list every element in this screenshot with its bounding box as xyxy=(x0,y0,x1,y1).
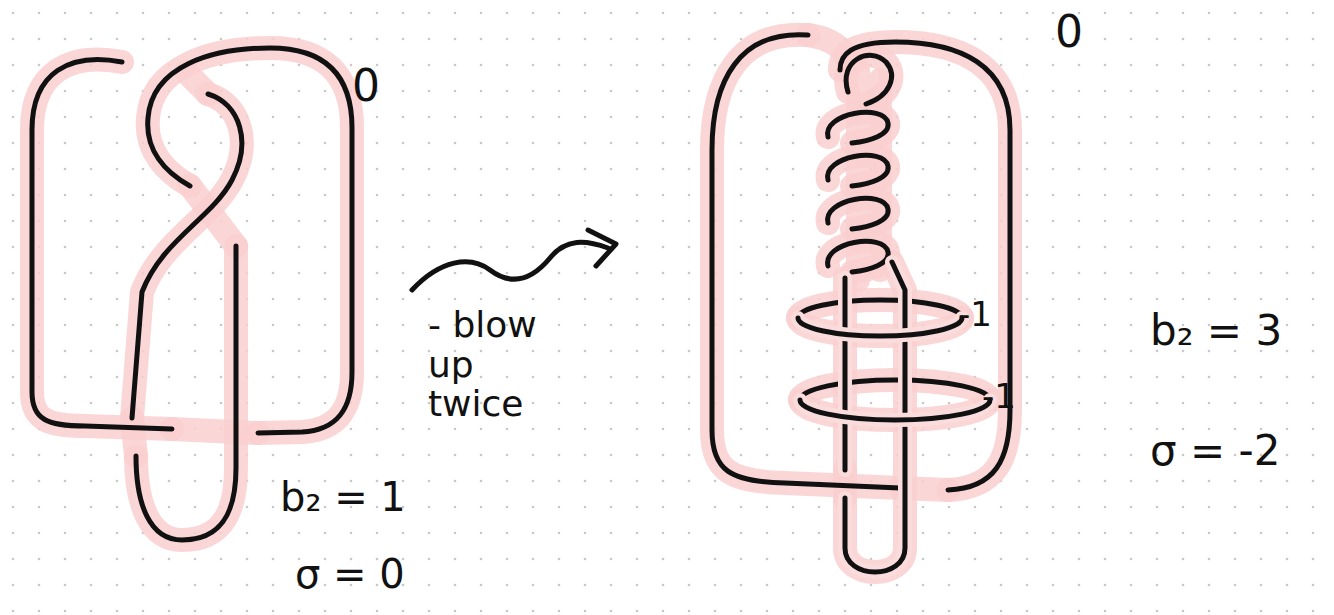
highlight-stroke xyxy=(798,300,962,318)
twist-strand xyxy=(828,112,889,143)
highlight-stroke xyxy=(846,55,891,104)
annotation-label: b₂ = 3 xyxy=(1150,308,1282,354)
highlight-stroke xyxy=(828,198,889,229)
annotation-label: -1 xyxy=(982,378,1016,415)
unknot-back xyxy=(800,380,990,400)
twist-strand xyxy=(828,198,889,229)
highlight-stroke xyxy=(132,72,258,456)
twist-strand xyxy=(828,241,889,272)
highlight xyxy=(32,35,1010,572)
annotation-label: b₂ = 1 xyxy=(280,475,406,519)
unknot-front xyxy=(798,318,962,336)
highlight-stroke xyxy=(800,400,990,420)
arrow-head xyxy=(588,230,616,266)
unknot-front xyxy=(800,400,990,420)
annotation-label: σ = -2 xyxy=(1150,428,1280,474)
crossing-gap xyxy=(838,278,852,470)
ink xyxy=(32,35,1010,572)
highlight-stroke xyxy=(828,112,889,143)
twist-strand xyxy=(846,55,891,104)
squiggle-arrow xyxy=(412,242,608,290)
annotation-label: 0 xyxy=(352,62,380,110)
knot-strand xyxy=(132,94,242,418)
knot-strand xyxy=(32,60,172,429)
knot-strand xyxy=(843,278,848,470)
crossing-gap xyxy=(800,400,990,420)
annotation-label: σ = 0 xyxy=(295,552,405,596)
highlight-stroke xyxy=(800,380,990,400)
highlight-stroke xyxy=(828,241,889,272)
knot-strand xyxy=(136,246,236,540)
highlight-stroke xyxy=(798,318,962,336)
crossing-gap xyxy=(798,318,962,336)
twist-strand xyxy=(828,155,889,186)
annotation-label: -1 xyxy=(958,296,992,333)
annotation-label: 0 xyxy=(1055,8,1083,56)
annotation-label: - blow up twice xyxy=(428,305,558,424)
unknot-back xyxy=(798,300,962,318)
highlight-stroke xyxy=(136,246,236,540)
highlight-stroke xyxy=(828,155,889,186)
